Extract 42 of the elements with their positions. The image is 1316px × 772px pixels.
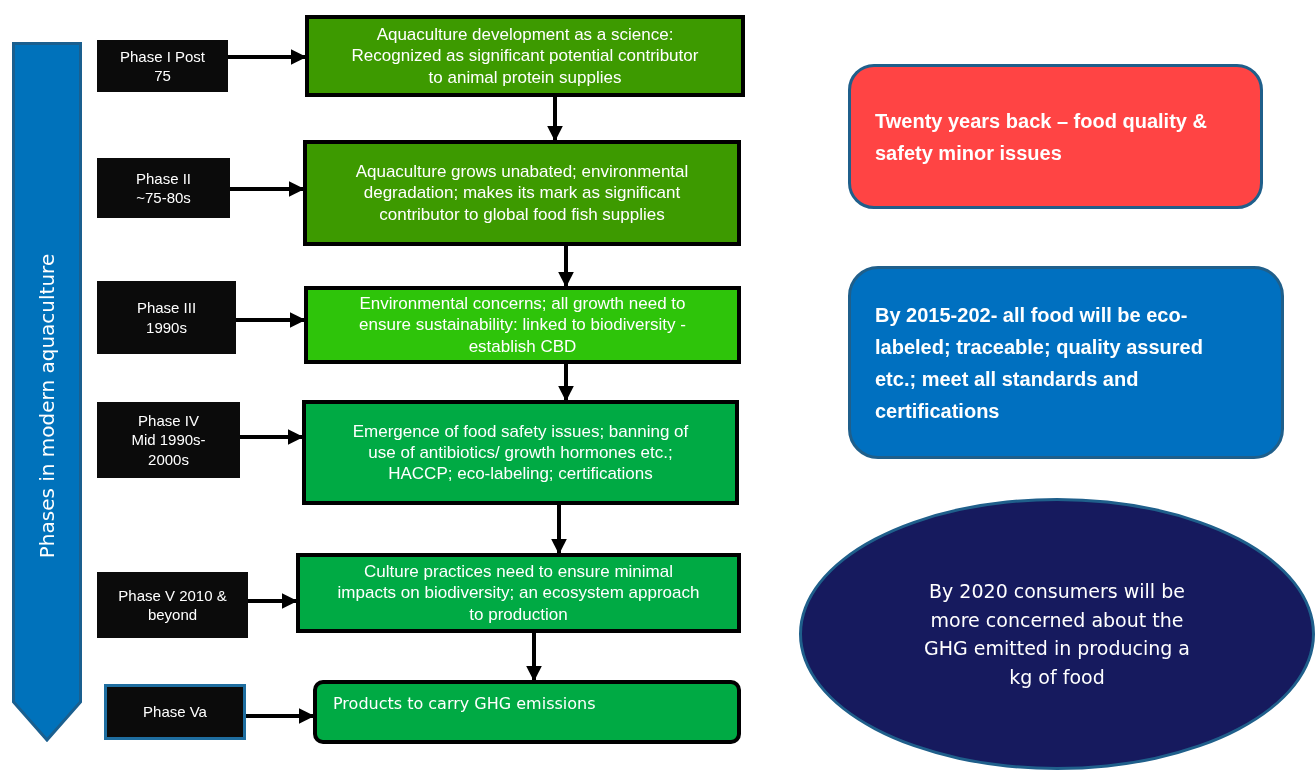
node-text: Culture practices need to ensure minimal impacts on biodiversity; an ecosystem approach to production <box>336 561 701 625</box>
node-text: Phase IV Mid 1990s- 2000s <box>130 410 207 470</box>
arrow <box>551 505 567 555</box>
process-box <box>304 286 741 364</box>
phase-label-box <box>97 281 236 354</box>
node-text: By 2015-202- all food will be eco-labeled; traceable; quality assured etc.; meet all standards and certifications <box>875 302 1204 424</box>
arrow <box>228 49 307 65</box>
process-box <box>305 15 745 97</box>
node-text: Phase Va <box>143 702 207 722</box>
note-box <box>848 266 1284 459</box>
arrow <box>236 312 306 328</box>
node-text: Environmental concerns; all growth need to ensure sustainability: linked to biodiversity - establish CBD <box>358 293 687 357</box>
phase-label-box <box>97 572 248 638</box>
phase-label-box <box>104 684 246 740</box>
arrow <box>230 181 305 197</box>
arrow <box>526 633 542 682</box>
phase-label-box <box>97 402 240 478</box>
node-text: Aquaculture grows unabated; environmental degradation; makes its mark as significant contributor to global food fish supplies <box>354 161 690 225</box>
node-text: Phase I Post 75 <box>119 46 206 86</box>
phase-label-box <box>97 40 228 92</box>
phase-label-box <box>97 158 230 218</box>
node-text: Products to carry GHG emissions <box>333 694 596 713</box>
node-text: Phase V 2010 & beyond <box>117 585 228 625</box>
process-box <box>303 140 741 246</box>
arrow <box>248 593 298 609</box>
node-text: Phase II ~75-80s <box>134 168 192 208</box>
node-text: By 2020 consumers will be more concerned about the GHG emitted in producing a kg of food <box>923 579 1191 690</box>
process-box <box>313 680 741 744</box>
node-text: Twenty years back – food quality & safety minor issues <box>875 108 1208 166</box>
node-text: Aquaculture development as a science: Recognized as significant potential contributor to animal protein supplies <box>350 24 700 88</box>
arrow <box>240 429 304 445</box>
node-text: Emergence of food safety issues; banning of use of antibiotics/ growth hormones etc.; HACCP; eco-labeling; certifications <box>351 420 690 485</box>
band-label: Phases in modern aquaculture <box>35 253 59 559</box>
process-box <box>302 400 739 505</box>
note-box <box>848 64 1263 209</box>
arrow <box>558 246 574 288</box>
arrow <box>547 97 563 142</box>
arrow <box>246 708 315 724</box>
node-text: Phase III 1990s <box>135 298 198 337</box>
process-box <box>296 553 741 633</box>
phase-arrow-band <box>12 42 82 742</box>
arrow <box>558 364 574 402</box>
